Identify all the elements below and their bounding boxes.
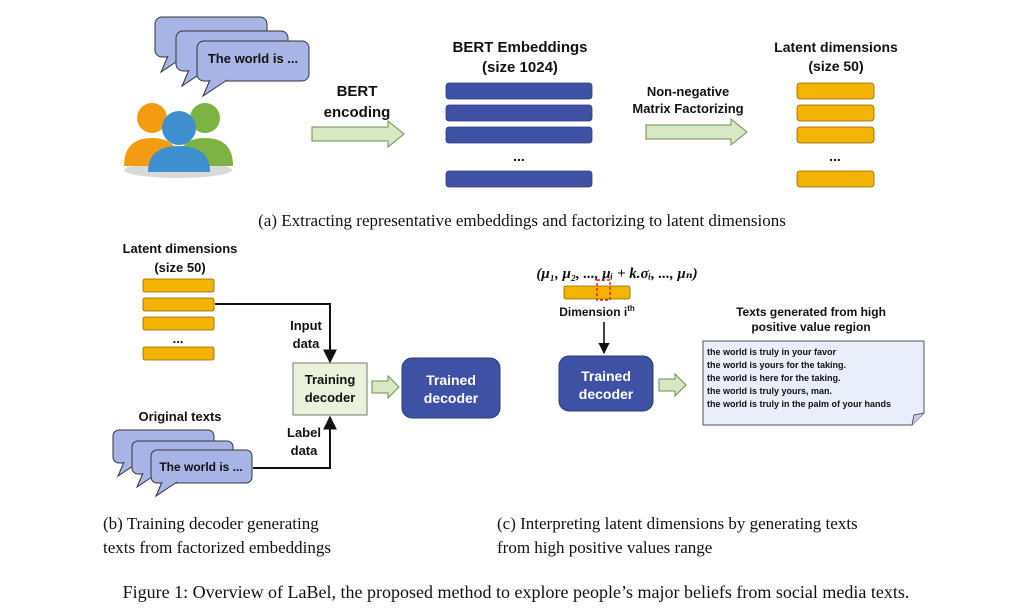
latent-ellipsis-a: ...: [829, 148, 841, 164]
texts-title-line1: Texts generated from high: [736, 305, 886, 319]
latent-bar: [142, 297, 215, 312]
dimension-label-sup: th: [627, 304, 635, 313]
generated-text-line: the world is truly in the palm of your h…: [707, 399, 891, 409]
latent-bar: [142, 346, 215, 361]
texts-title-line2: positive value region: [751, 320, 870, 334]
latent-bars-a: ...: [796, 82, 875, 188]
embedding-bars: ...: [445, 82, 593, 188]
latent-bar: [796, 126, 875, 144]
latent-bar: [142, 316, 215, 331]
label-label-line1: Label: [287, 425, 321, 440]
latent-title-a-line1: Latent dimensions: [774, 39, 898, 55]
generated-text-line: the world is truly yours, man.: [707, 386, 832, 396]
trained-decoder-box-b: Trained decoder: [401, 357, 501, 419]
latent-bars-b: ...: [142, 278, 215, 361]
latent-bar: [796, 104, 875, 122]
caption-a: (a) Extracting representative embeddings…: [258, 211, 786, 230]
speech-bubbles-b: The world is ...: [112, 429, 253, 498]
caption-c-line2: from high positive values range: [497, 538, 712, 557]
generated-texts-note: the world is truly in your favor the wor…: [702, 340, 925, 426]
bubble-text-b: The world is ...: [159, 460, 242, 474]
latent-bar: [796, 170, 875, 188]
nmf-arrow: [645, 117, 748, 147]
dimension-bar: [563, 285, 631, 300]
trained-decoder-b-line2: decoder: [424, 390, 479, 406]
input-label-line2: data: [293, 336, 321, 351]
training-to-trained-arrow: [371, 374, 400, 400]
training-decoder-box: Training decoder: [292, 362, 368, 416]
input-connector: [215, 303, 337, 364]
label-label-line2: data: [291, 443, 319, 458]
training-decoder-line2: decoder: [305, 390, 356, 405]
bert-label-line1: BERT: [337, 83, 378, 100]
trained-decoder-b-line1: Trained: [426, 372, 476, 388]
caption-b-line2: texts from factorized embeddings: [103, 538, 331, 557]
speech-bubble-front: The world is ...: [150, 449, 253, 498]
training-decoder-line1: Training: [305, 372, 356, 387]
mean-vector-formula: (μ₁, μ₂, ..., μᵢ + k.σᵢ, ..., μₙ): [536, 266, 697, 282]
original-texts-label: Original texts: [138, 409, 221, 424]
nmf-label-line2: Matrix Factorizing: [632, 101, 743, 116]
latent-title-a-line2: (size 50): [808, 58, 863, 74]
latent-ellipsis-b: ...: [173, 331, 184, 346]
latent-bar: [142, 278, 215, 293]
latent-title-b-line1: Latent dimensions: [123, 241, 238, 256]
caption-b-line1: (b) Training decoder generating: [103, 514, 319, 533]
people-icon: [124, 103, 233, 178]
latent-title-b-line2: (size 50): [154, 260, 205, 275]
dimension-label-text: Dimension i: [559, 305, 627, 319]
decoder-to-texts-arrow: [658, 372, 687, 398]
embedding-bar: [445, 170, 593, 188]
embedding-bar: [445, 126, 593, 144]
embedding-bar: [445, 104, 593, 122]
panel-b: Latent dimensions (size 50) ... Input da…: [103, 241, 501, 557]
trained-decoder-c-line2: decoder: [579, 386, 634, 402]
panel-a: The world is ... BERT encoding BERT Embe…: [124, 16, 898, 230]
trained-decoder-box-c: Trained decoder: [558, 355, 654, 412]
trained-decoder-c-line1: Trained: [581, 368, 631, 384]
dimension-highlight: [596, 279, 611, 301]
bubble-text-a: The world is ...: [208, 51, 298, 66]
speech-bubble-front: The world is ...: [196, 40, 310, 98]
bert-encoding-arrow: [311, 119, 405, 149]
embeddings-title-line2: (size 1024): [482, 59, 558, 76]
caption-c-line1: (c) Interpreting latent dimensions by ge…: [497, 514, 858, 533]
speech-bubbles-a: The world is ...: [154, 16, 310, 98]
label-connector: [253, 415, 337, 469]
embedding-ellipsis: ...: [513, 148, 525, 164]
latent-bar: [796, 82, 875, 100]
input-label-line1: Input: [290, 318, 322, 333]
generated-text-line: the world is truly in your favor: [707, 347, 837, 357]
embedding-bar: [445, 82, 593, 100]
generated-text-line: the world is yours for the taking.: [707, 360, 846, 370]
panel-c: (μ₁, μ₂, ..., μᵢ + k.σᵢ, ..., μₙ) Dimens…: [497, 266, 925, 557]
bert-label-line2: encoding: [324, 104, 391, 121]
dimension-label: Dimension ith: [559, 304, 635, 319]
generated-text-line: the world is here for the taking.: [707, 373, 841, 383]
figure-caption: Figure 1: Overview of LaBel, the propose…: [123, 582, 910, 602]
embeddings-title-line1: BERT Embeddings: [452, 39, 587, 56]
nmf-label-line1: Non-negative: [647, 84, 729, 99]
